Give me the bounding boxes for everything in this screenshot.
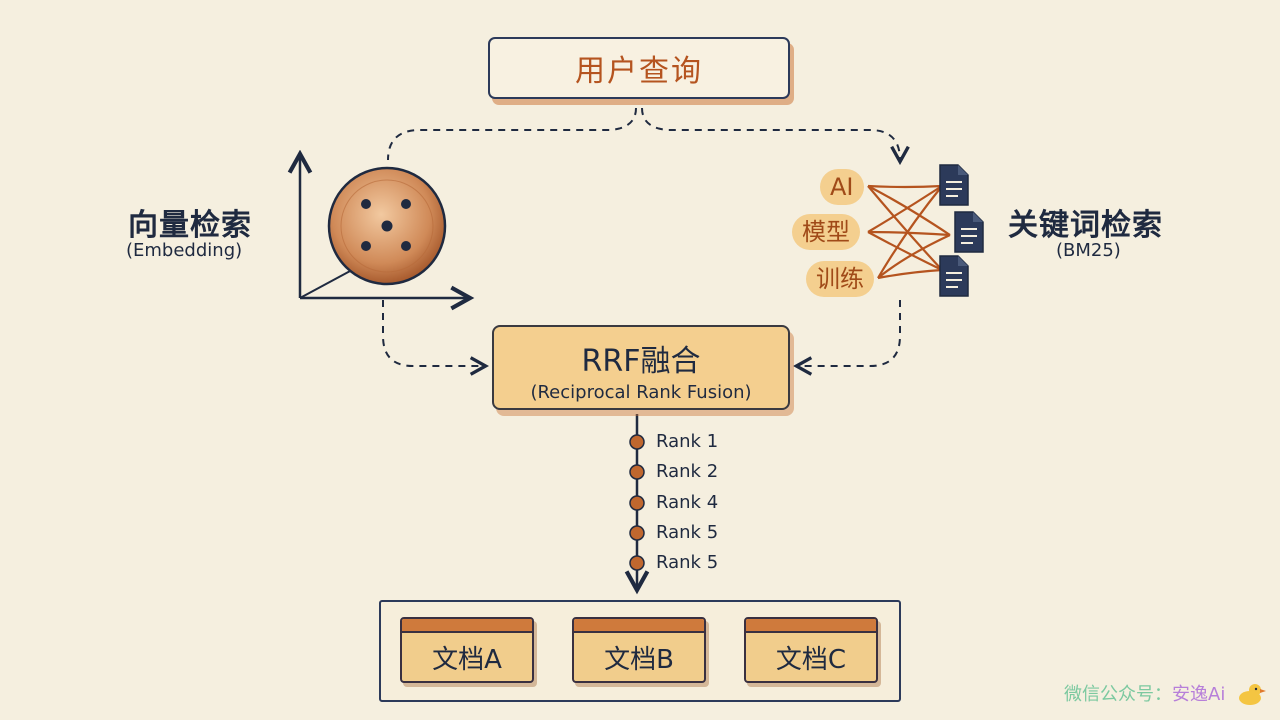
rank-dots [629,434,645,571]
query-split-right-arrow [641,107,900,160]
rrf-subtitle: (Reciprocal Rank Fusion) [530,382,752,403]
document-icon [939,164,969,206]
vector-search-subtitle: (Embedding) [126,240,243,261]
user-query-box: 用户查询 [488,37,790,99]
embedding-ball-icon [327,166,447,286]
document-card-a: 文档A [400,617,534,683]
keyword-chip: 训练 [806,261,874,297]
vector-to-rrf-arrow [382,300,484,366]
document-card-header [402,619,532,633]
watermark-name: 安逸Ai [1172,684,1226,705]
rrf-fusion-box: RRF融合 (Reciprocal Rank Fusion) [492,325,790,410]
keyword-search-title: 关键词检索 [1008,208,1163,243]
keyword-doc-links [867,184,951,280]
keyword-search-subtitle: (BM25) [1056,240,1121,261]
vector-search-title: 向量检索 [128,208,252,243]
watermark-prefix: 微信公众号： [1064,684,1172,705]
rank-label: Rank 1 [656,431,719,452]
user-query-label: 用户查询 [575,54,703,89]
document-card-c: 文档C [744,617,878,683]
rank-label: Rank 5 [656,522,719,543]
keyword-chip: AI [820,169,864,205]
rank-label: Rank 2 [656,461,719,482]
document-card-b: 文档B [572,617,706,683]
document-card-header [574,619,704,633]
rank-label: Rank 4 [656,492,719,513]
duck-icon [1239,684,1266,705]
document-icon [939,255,969,297]
document-card-header [746,619,876,633]
keyword-to-rrf-arrow [798,300,901,366]
document-label: 文档A [432,645,502,675]
document-icon [954,211,984,253]
vector-axes [300,156,468,298]
rrf-title: RRF融合 [581,344,701,379]
keyword-chip: 模型 [792,214,860,250]
document-label: 文档B [604,645,674,675]
watermark: 微信公众号：安逸Ai [1064,680,1225,706]
query-split-left-arrow [387,107,637,161]
rank-label: Rank 5 [656,552,719,573]
document-label: 文档C [775,645,847,675]
